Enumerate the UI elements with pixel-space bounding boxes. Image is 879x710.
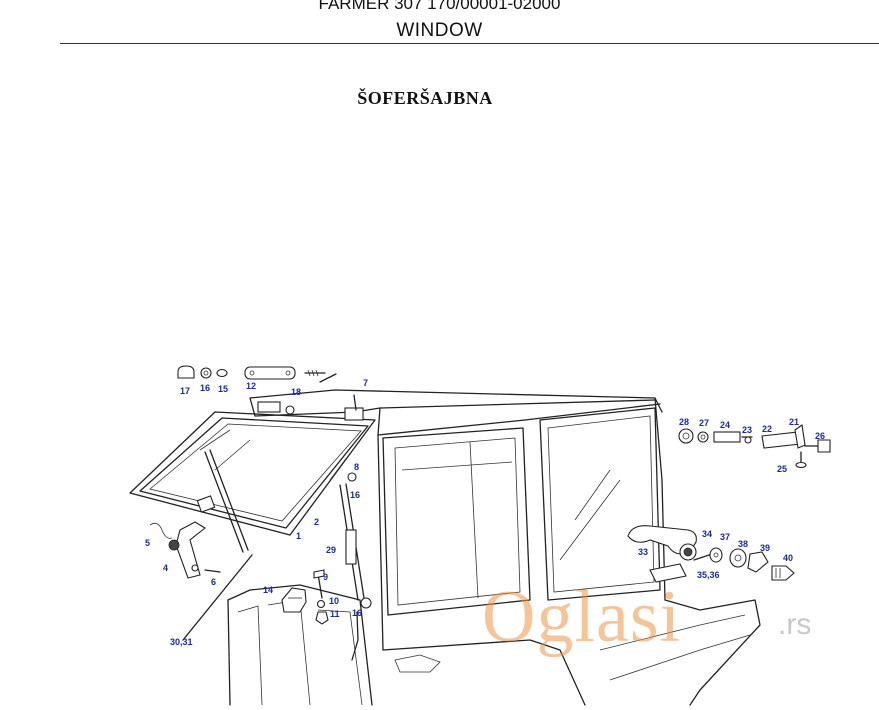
callout-40: 40 [783,553,793,563]
callout-7: 7 [363,378,368,388]
callout-6: 6 [211,577,216,587]
watermark-tld: .rs [778,608,812,641]
callout-22: 22 [762,424,772,434]
callout-38: 38 [738,539,748,549]
callout-5: 5 [145,538,150,548]
diagram-subtitle: ŠOFERŠAJBNA [357,88,493,108]
header-section: WINDOW [396,20,483,41]
callout-23: 23 [742,425,752,435]
callout-17: 17 [180,386,190,396]
callout-39: 39 [760,543,770,553]
callout-24: 24 [720,420,730,430]
callout-14: 14 [263,585,273,595]
latch-parts [281,569,329,625]
callout-33: 33 [638,547,648,557]
callout-16-mid: 16 [350,490,360,500]
handle-assembly-left [149,521,253,641]
callout-30-31: 30,31 [170,637,193,647]
callout-15: 15 [218,384,228,394]
top-hinge-parts [177,365,364,421]
callout-1: 1 [296,531,301,541]
callout-21: 21 [789,417,799,427]
header-rule [60,43,879,44]
handle-assembly-right [627,525,795,583]
callout-35-36: 35,36 [697,570,720,580]
callout-9: 9 [323,572,328,582]
callout-2: 2 [314,517,319,527]
gas-struts [196,449,372,661]
watermark-brand: Oglasi [482,576,682,658]
callout-labels: 1 2 4 5 6 7 8 9 10 11 12 14 15 16 16 16 … [145,378,825,647]
callout-16-top: 16 [200,383,210,393]
header-model: FARMER 307 170/00001-02000 [318,0,561,13]
callout-28: 28 [679,417,689,427]
cab-outline [227,389,761,706]
callout-8: 8 [354,462,359,472]
callout-37: 37 [720,532,730,542]
callout-34: 34 [702,529,712,539]
callout-10: 10 [329,596,339,606]
hinge-parts-right [678,424,831,469]
callout-29: 29 [326,545,336,555]
callout-16-low: 16 [352,608,362,618]
callout-25: 25 [777,464,787,474]
callout-26: 26 [815,431,825,441]
callout-11: 11 [330,609,340,619]
callout-18: 18 [291,387,301,397]
callout-12: 12 [246,381,256,391]
callout-4: 4 [163,563,168,573]
callout-27: 27 [699,418,709,428]
windshield-glass [129,411,376,536]
